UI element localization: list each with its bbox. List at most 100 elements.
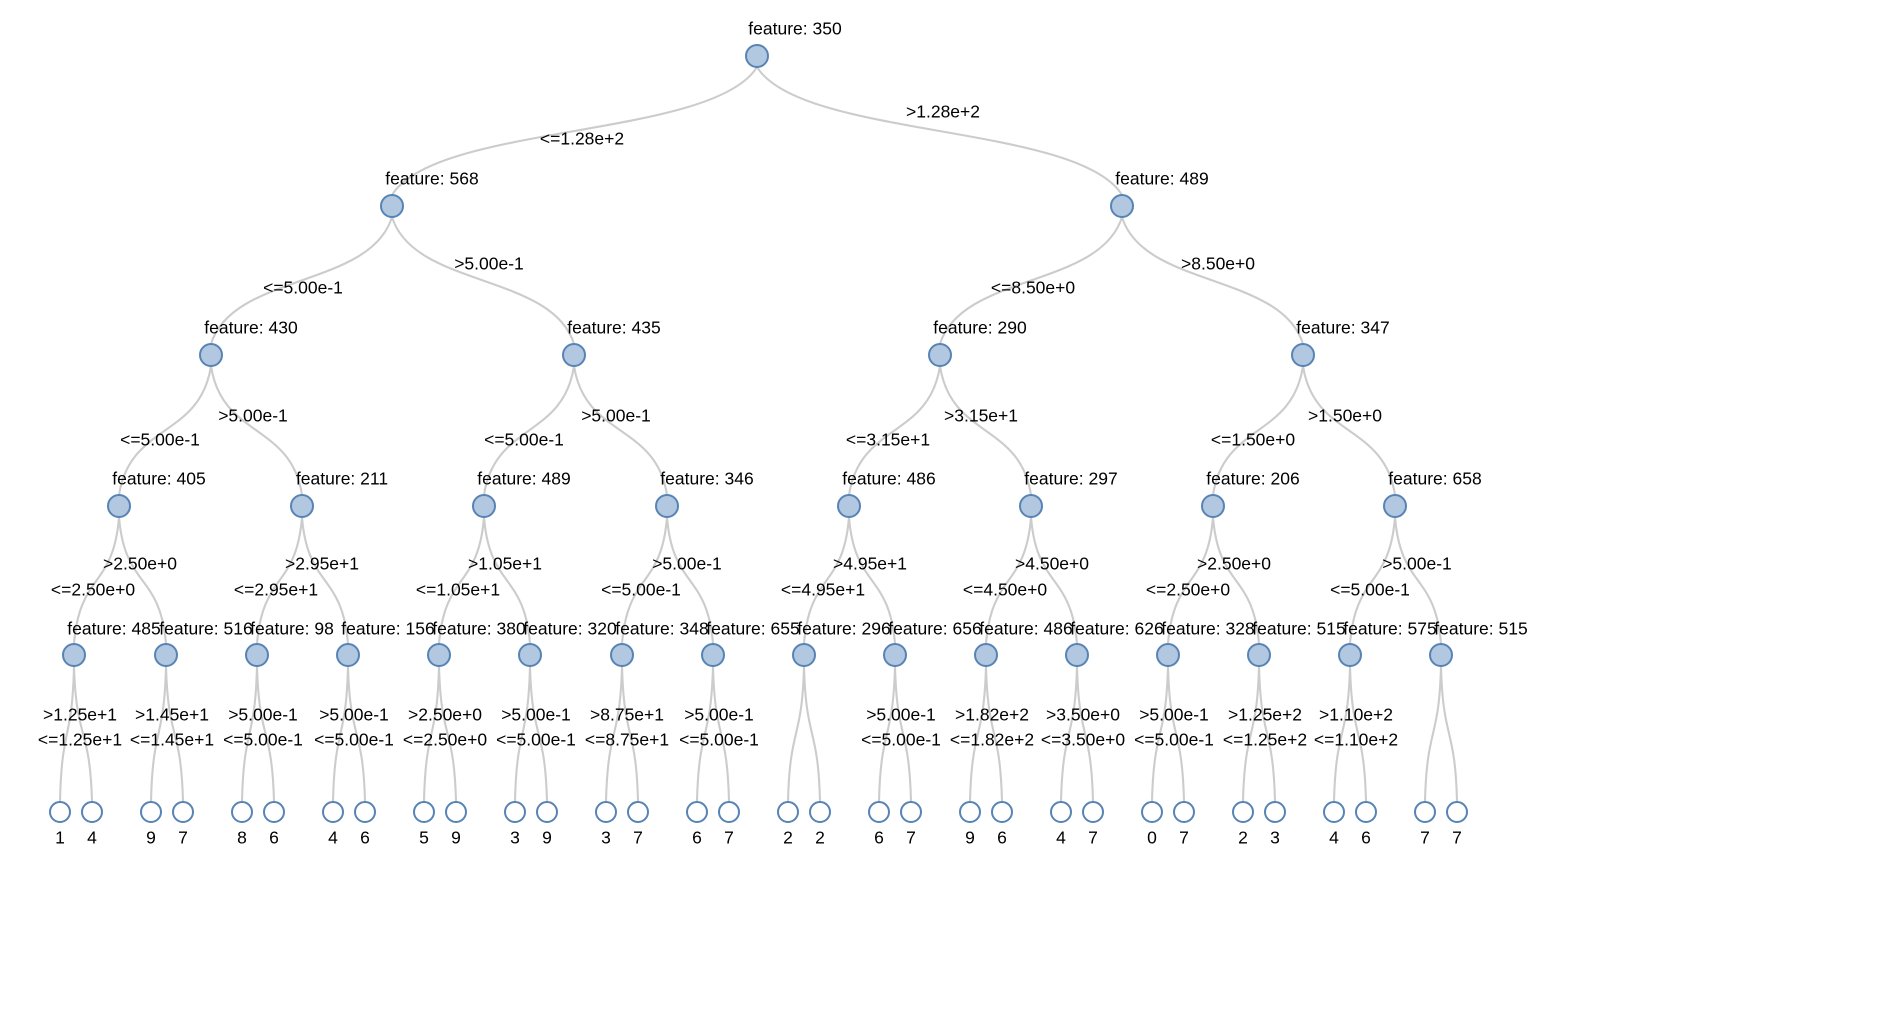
- leaf-class-label: 6: [692, 827, 702, 848]
- edge-threshold-label: >1.50e+0: [1308, 405, 1382, 426]
- tree-leaf-node[interactable]: [686, 801, 708, 823]
- node-feature-label: feature: 347: [1296, 317, 1390, 338]
- tree-node[interactable]: [1019, 494, 1043, 518]
- edge-threshold-label: >5.00e-1: [501, 704, 571, 725]
- tree-leaf-node[interactable]: [1414, 801, 1436, 823]
- edge-threshold-label: >1.10e+2: [1319, 704, 1393, 725]
- tree-node[interactable]: [974, 643, 998, 667]
- tree-node[interactable]: [1247, 643, 1271, 667]
- tree-edge: [1120, 215, 1305, 346]
- tree-leaf-node[interactable]: [595, 801, 617, 823]
- edge-threshold-label: <=1.28e+2: [539, 128, 625, 149]
- edge-threshold-label: <=8.75e+1: [584, 729, 670, 750]
- tree-node[interactable]: [1065, 643, 1089, 667]
- node-feature-label: feature: 515: [1252, 618, 1346, 639]
- tree-node[interactable]: [245, 643, 269, 667]
- edge-threshold-label: >1.28e+2: [906, 101, 980, 122]
- tree-node[interactable]: [107, 494, 131, 518]
- tree-edge: [1423, 664, 1443, 803]
- tree-node[interactable]: [1110, 194, 1134, 218]
- tree-node[interactable]: [1338, 643, 1362, 667]
- leaf-class-label: 2: [815, 827, 825, 848]
- edge-threshold-label: >1.05e+1: [468, 553, 542, 574]
- edge-threshold-label: >5.00e-1: [684, 704, 754, 725]
- edge-threshold-label: <=8.50e+0: [990, 277, 1076, 298]
- tree-leaf-node[interactable]: [1232, 801, 1254, 823]
- node-feature-label: feature: 656: [888, 618, 982, 639]
- tree-node[interactable]: [380, 194, 404, 218]
- tree-node[interactable]: [472, 494, 496, 518]
- tree-leaf-node[interactable]: [991, 801, 1013, 823]
- tree-leaf-node[interactable]: [900, 801, 922, 823]
- tree-leaf-node[interactable]: [959, 801, 981, 823]
- edge-threshold-label: >5.00e-1: [218, 405, 288, 426]
- tree-node[interactable]: [562, 343, 586, 367]
- tree-leaf-node[interactable]: [777, 801, 799, 823]
- tree-leaf-node[interactable]: [354, 801, 376, 823]
- tree-node[interactable]: [1429, 643, 1453, 667]
- tree-leaf-node[interactable]: [49, 801, 71, 823]
- tree-leaf-node[interactable]: [322, 801, 344, 823]
- leaf-class-label: 7: [1452, 827, 1462, 848]
- tree-leaf-node[interactable]: [718, 801, 740, 823]
- tree-edge: [802, 664, 822, 803]
- tree-node[interactable]: [701, 643, 725, 667]
- tree-node[interactable]: [837, 494, 861, 518]
- tree-node[interactable]: [745, 44, 769, 68]
- node-feature-label: feature: 489: [477, 468, 571, 489]
- tree-leaf-node[interactable]: [445, 801, 467, 823]
- tree-leaf-node[interactable]: [413, 801, 435, 823]
- tree-leaf-node[interactable]: [1323, 801, 1345, 823]
- tree-node[interactable]: [427, 643, 451, 667]
- tree-leaf-node[interactable]: [172, 801, 194, 823]
- edge-threshold-label: <=5.00e-1: [601, 579, 681, 600]
- tree-leaf-node[interactable]: [1173, 801, 1195, 823]
- tree-leaf-node[interactable]: [627, 801, 649, 823]
- leaf-class-label: 9: [965, 827, 975, 848]
- edge-threshold-label: >5.00e-1: [1382, 553, 1452, 574]
- tree-leaf-node[interactable]: [81, 801, 103, 823]
- tree-leaf-node[interactable]: [536, 801, 558, 823]
- tree-node[interactable]: [1383, 494, 1407, 518]
- tree-edge: [390, 215, 576, 346]
- node-feature-label: feature: 211: [295, 468, 389, 489]
- node-feature-label: feature: 297: [1024, 468, 1118, 489]
- tree-leaf-node[interactable]: [1446, 801, 1468, 823]
- tree-leaf-node[interactable]: [231, 801, 253, 823]
- tree-node[interactable]: [655, 494, 679, 518]
- tree-node[interactable]: [1156, 643, 1180, 667]
- tree-node[interactable]: [290, 494, 314, 518]
- leaf-class-label: 9: [146, 827, 156, 848]
- edge-threshold-label: >5.00e-1: [228, 704, 298, 725]
- tree-leaf-node[interactable]: [140, 801, 162, 823]
- tree-leaf-node[interactable]: [263, 801, 285, 823]
- tree-node[interactable]: [62, 643, 86, 667]
- tree-leaf-node[interactable]: [1050, 801, 1072, 823]
- tree-node[interactable]: [1201, 494, 1225, 518]
- leaf-class-label: 6: [997, 827, 1007, 848]
- edge-threshold-label: <=5.00e-1: [1330, 579, 1410, 600]
- tree-node[interactable]: [518, 643, 542, 667]
- tree-leaf-node[interactable]: [809, 801, 831, 823]
- tree-node[interactable]: [1291, 343, 1315, 367]
- node-feature-label: feature: 320: [523, 618, 617, 639]
- tree-leaf-node[interactable]: [868, 801, 890, 823]
- leaf-class-label: 8: [237, 827, 247, 848]
- tree-leaf-node[interactable]: [1264, 801, 1286, 823]
- edge-threshold-label: <=2.50e+0: [1145, 579, 1231, 600]
- edge-threshold-label: >5.00e-1: [866, 704, 936, 725]
- leaf-class-label: 7: [724, 827, 734, 848]
- tree-node[interactable]: [154, 643, 178, 667]
- tree-leaf-node[interactable]: [504, 801, 526, 823]
- tree-node[interactable]: [883, 643, 907, 667]
- tree-node[interactable]: [199, 343, 223, 367]
- tree-leaf-node[interactable]: [1141, 801, 1163, 823]
- tree-node[interactable]: [792, 643, 816, 667]
- node-feature-label: feature: 156: [341, 618, 435, 639]
- tree-node[interactable]: [928, 343, 952, 367]
- tree-node[interactable]: [610, 643, 634, 667]
- tree-leaf-node[interactable]: [1355, 801, 1377, 823]
- tree-node[interactable]: [336, 643, 360, 667]
- leaf-class-label: 2: [1238, 827, 1248, 848]
- tree-leaf-node[interactable]: [1082, 801, 1104, 823]
